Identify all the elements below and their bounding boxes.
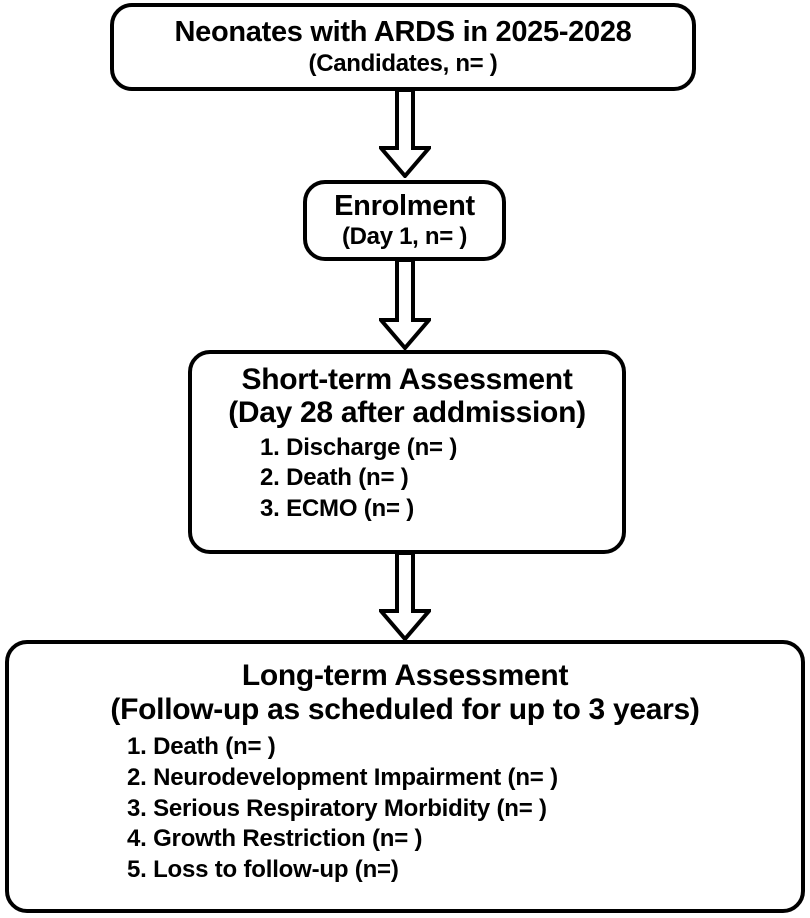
arrow-candidates-to-enrolment (379, 90, 431, 178)
list-item: 4. Growth Restriction (n= ) (127, 825, 423, 853)
list-item: 1. Discharge (n= ) (260, 434, 458, 462)
box-short-term-assessment: Short-term Assessment (Day 28 after addm… (188, 350, 626, 554)
list-item: 3. ECMO (n= ) (260, 494, 415, 522)
list-item: 5. Loss to follow-up (n=) (127, 856, 399, 884)
box-enrolment: Enrolment (Day 1, n= ) (303, 180, 506, 261)
list-item: 3. Serious Respiratory Morbidity (n= ) (127, 794, 547, 822)
down-arrow-icon (379, 90, 431, 178)
short-term-outcome-list: 1. Discharge (n= ) 2. Death (n= ) 3. ECM… (260, 433, 457, 524)
box-long-term-title: Long-term Assessment (241, 659, 569, 692)
down-arrow-icon (379, 260, 431, 350)
arrow-enrolment-to-short-term (379, 260, 431, 350)
long-term-outcome-list: 1. Death (n= ) 2. Neurodevelopment Impai… (127, 732, 558, 886)
list-item: 2. Death (n= ) (260, 464, 409, 492)
box-long-term-subtitle: (Follow-up as scheduled for up to 3 year… (110, 692, 700, 726)
box-candidates-title: Neonates with ARDS in 2025-2028 (174, 16, 632, 49)
box-candidates-subtitle: (Candidates, n= ) (308, 49, 498, 77)
box-long-term-assessment: Long-term Assessment (Follow-up as sched… (5, 640, 805, 913)
down-arrow-icon (379, 553, 431, 641)
box-short-term-subtitle: (Day 28 after addmission) (228, 395, 586, 429)
box-enrolment-title: Enrolment (334, 190, 475, 223)
arrow-short-term-to-long-term (379, 553, 431, 641)
list-item: 1. Death (n= ) (127, 733, 276, 761)
list-item: 2. Neurodevelopment Impairment (n= ) (127, 763, 558, 791)
box-short-term-title: Short-term Assessment (241, 363, 573, 396)
box-enrolment-subtitle: (Day 1, n= ) (341, 222, 468, 250)
box-candidates: Neonates with ARDS in 2025-2028 (Candida… (110, 3, 696, 91)
